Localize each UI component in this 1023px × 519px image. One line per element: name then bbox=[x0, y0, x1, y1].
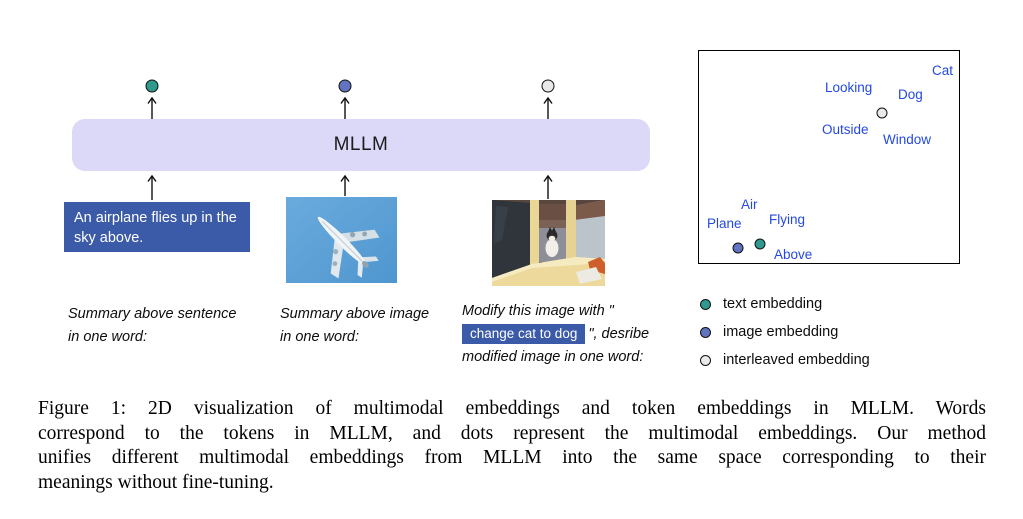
scatter-word-window: Window bbox=[883, 132, 932, 147]
legend-item-interleaved: interleaved embedding bbox=[700, 346, 870, 374]
legend-label: text embedding bbox=[723, 296, 823, 312]
cat-window-image bbox=[492, 200, 605, 286]
text-embedding-dot bbox=[145, 79, 159, 93]
prompt-1: Summary above sentence in one word: bbox=[68, 303, 236, 349]
legend-label: interleaved embedding bbox=[723, 352, 870, 368]
scatter-word-outside: Outside bbox=[822, 122, 869, 137]
caption-line-2: correspond to the tokens in MLLM, and do… bbox=[38, 422, 986, 444]
legend-item-image: image embedding bbox=[700, 318, 870, 346]
scatter-word-cat: Cat bbox=[932, 63, 954, 78]
image-embedding-point bbox=[732, 242, 744, 254]
prompt-2: Summary above image in one word: bbox=[280, 303, 429, 349]
interleaved-embedding-dot bbox=[541, 79, 555, 93]
legend-label: image embedding bbox=[723, 324, 839, 340]
caption-line-1: Figure 1: 2D visualization of multimodal… bbox=[38, 398, 986, 419]
prompt-3-line3: modified image in one word: bbox=[462, 349, 644, 365]
scatter-word-dog: Dog bbox=[898, 87, 923, 102]
prompt-3-line2: change cat to dog", desribe bbox=[462, 323, 649, 346]
scatter-word-plane: Plane bbox=[707, 216, 742, 231]
scatter-word-air: Air bbox=[741, 197, 758, 212]
cat-icon bbox=[545, 227, 559, 257]
legend: text embedding image embedding interleav… bbox=[700, 290, 870, 374]
prompt-3-chip: change cat to dog bbox=[462, 324, 586, 344]
input-sentence-box: An airplane flies up in the sky above. bbox=[64, 202, 250, 252]
airplane-image bbox=[286, 197, 397, 283]
text-embedding-legend-icon bbox=[700, 298, 711, 310]
mllm-box: MLLM bbox=[72, 119, 650, 171]
figure-caption: Figure 1: 2D visualization of multimodal… bbox=[38, 397, 986, 495]
interleaved-embedding-point bbox=[876, 107, 888, 119]
input-sentence-text: An airplane flies up in the sky above. bbox=[74, 210, 237, 246]
prompt-2-line2: in one word: bbox=[280, 329, 359, 345]
prompt-1-line2: in one word: bbox=[68, 329, 147, 345]
prompt-3: Modify this image with " change cat to d… bbox=[462, 300, 649, 369]
image-embedding-legend-icon bbox=[700, 326, 711, 338]
scatter-word-flying: Flying bbox=[769, 212, 806, 227]
caption-line-3: unifies different multimodal embeddings … bbox=[38, 447, 986, 468]
caption-line-4: meanings without fine-tuning. bbox=[38, 471, 274, 493]
mllm-label: MLLM bbox=[333, 134, 389, 155]
prompt-3-after-chip: ", desribe bbox=[588, 326, 650, 342]
scatter-word-looking: Looking bbox=[825, 80, 873, 95]
airplane-icon bbox=[317, 216, 380, 279]
image-embedding-dot bbox=[338, 79, 352, 93]
prompt-2-line1: Summary above image bbox=[280, 306, 430, 322]
legend-item-text: text embedding bbox=[700, 290, 870, 318]
scatter-word-above: Above bbox=[774, 247, 813, 262]
prompt-1-line1: Summary above sentence bbox=[68, 306, 237, 322]
text-embedding-point bbox=[754, 238, 766, 250]
prompt-3-line1: Modify this image with " bbox=[462, 303, 614, 319]
interleaved-embedding-legend-icon bbox=[700, 354, 711, 366]
